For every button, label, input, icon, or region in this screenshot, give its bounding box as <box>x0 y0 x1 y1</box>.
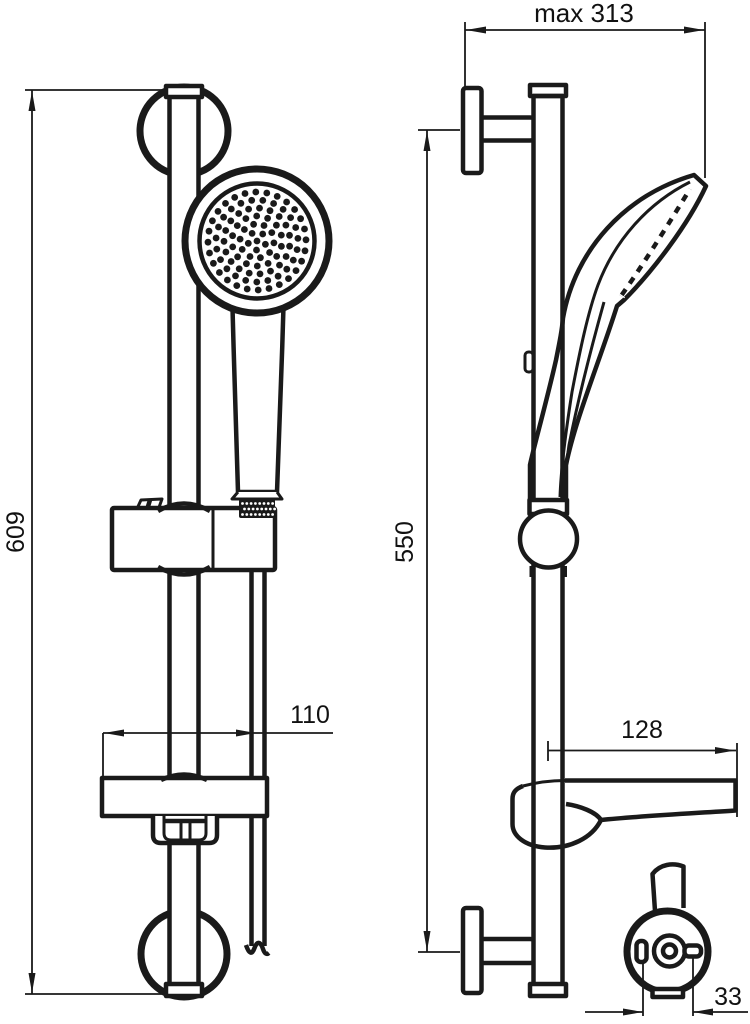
dim-slot-spacing <box>585 958 748 1016</box>
detail-right-slot <box>682 943 704 959</box>
detail-bottom-tab <box>650 986 686 1000</box>
holder-top-clamp-arc <box>156 501 212 513</box>
front-slider-holder <box>109 497 278 577</box>
grip-texture-dots <box>241 502 276 516</box>
dimension-lines <box>25 22 748 1016</box>
front-view <box>99 83 333 1001</box>
front-rail-top-cap <box>163 83 205 100</box>
side-dish-tray <box>565 778 738 823</box>
side-bottom-plate <box>460 905 484 996</box>
dim-mounting-distance <box>418 129 460 953</box>
side-nozzle-slots <box>617 186 694 299</box>
side-rail-bottom-cap <box>527 981 569 999</box>
side-hand-shower <box>523 172 709 500</box>
dim-label-shelf-depth: 128 <box>621 716 663 744</box>
front-hand-shower <box>181 165 333 501</box>
front-hose <box>243 518 271 957</box>
dim-label-slot-spacing: 33 <box>714 983 742 1011</box>
side-slider-knob <box>517 497 580 577</box>
dim-rail-length <box>25 89 168 995</box>
dim-max-width <box>464 22 706 178</box>
front-handle-flare <box>230 491 284 501</box>
dim-label-rail-length: 609 <box>2 511 30 553</box>
detail-left-slot <box>634 938 649 965</box>
side-head-seam-1 <box>558 180 691 498</box>
holder-bottom-clamp-arc <box>156 565 212 577</box>
dim-label-max-width: max 313 <box>534 0 634 28</box>
front-soap-dish <box>99 772 270 846</box>
hose-break-symbol <box>243 940 271 957</box>
side-view <box>460 82 738 999</box>
side-head-outline <box>527 172 709 500</box>
front-handle <box>229 287 287 495</box>
dim-label-mounting-distance: 550 <box>391 521 419 563</box>
side-top-bracket <box>460 85 546 176</box>
side-handle-clip <box>523 350 535 374</box>
side-dish-holder <box>510 783 604 850</box>
side-soap-dish <box>510 778 738 850</box>
dim-label-dish-width: 110 <box>290 701 330 729</box>
front-rail-bottom-cap <box>163 981 205 999</box>
bottom-detail-view <box>623 862 712 1000</box>
dim-dish-width <box>102 729 333 778</box>
dish-rail-arc <box>160 772 208 783</box>
dim-shelf-depth <box>547 741 738 817</box>
dish-bracket-inner <box>162 816 208 842</box>
side-top-plate <box>460 85 484 176</box>
spray-dots <box>204 188 310 294</box>
detail-rail-oblique <box>650 862 686 912</box>
side-handle-nub <box>563 478 568 494</box>
